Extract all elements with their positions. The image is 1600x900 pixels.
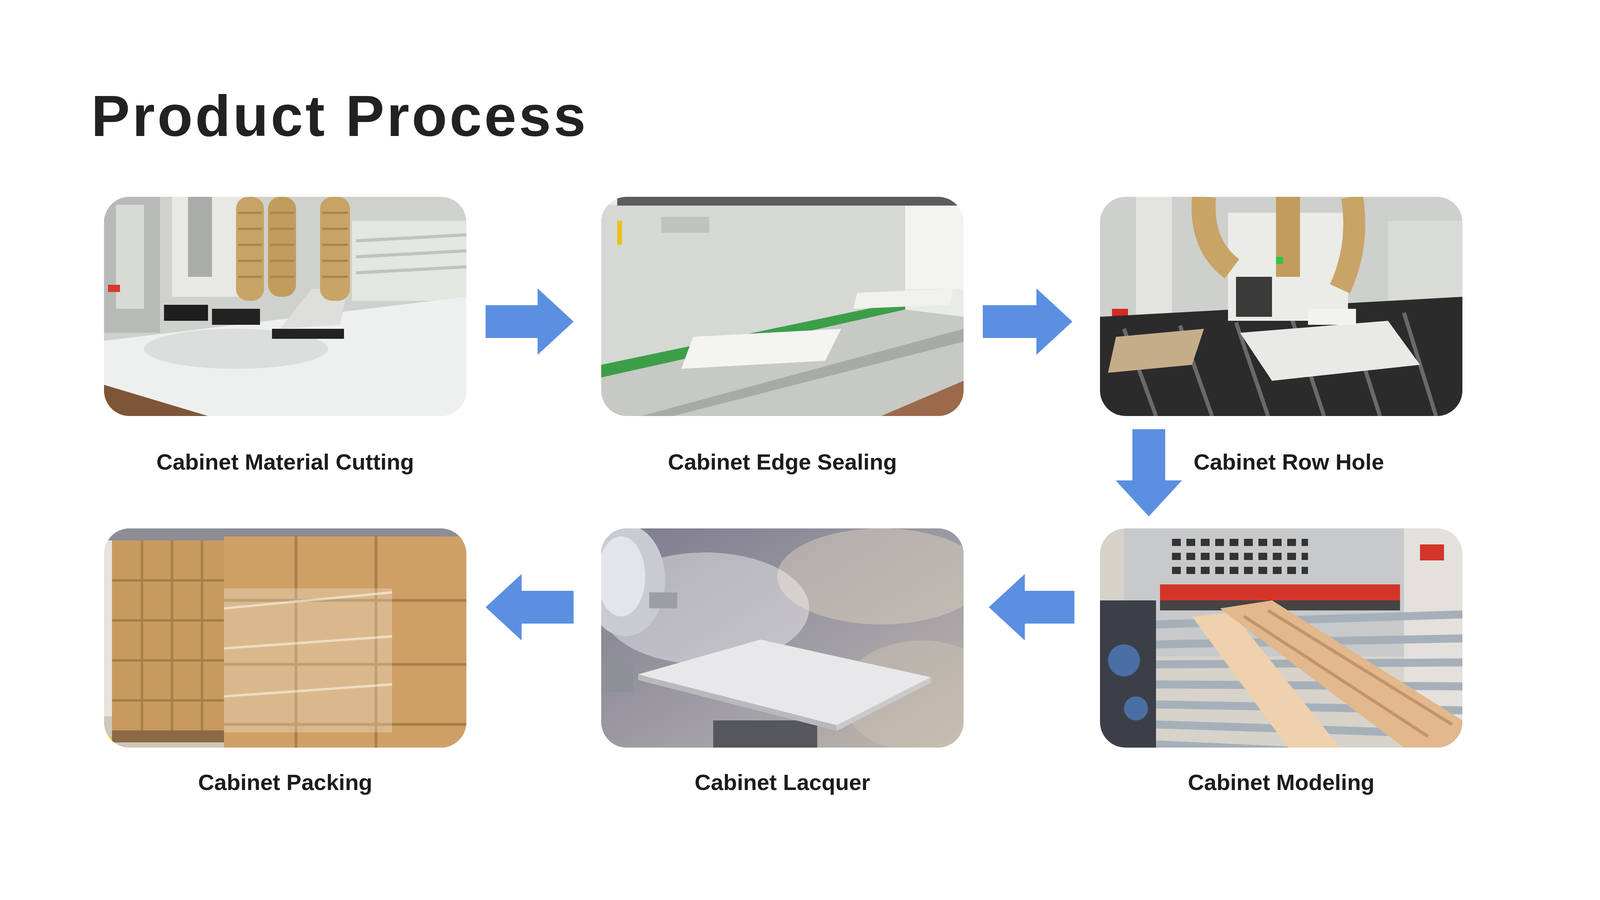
row-hole-photo bbox=[1203, 196, 1232, 269]
cutting-photo bbox=[104, 196, 467, 416]
row-hole-photo bbox=[1100, 196, 1463, 416]
cutting-photo bbox=[212, 308, 260, 325]
lacquer-photo bbox=[638, 639, 931, 726]
packing-photo bbox=[224, 592, 392, 697]
flow-arrow bbox=[982, 288, 1073, 355]
packing-photo bbox=[224, 536, 467, 748]
packing-photo bbox=[104, 528, 467, 748]
cutting-photo bbox=[116, 204, 144, 309]
edge-sealing-photo bbox=[601, 196, 964, 416]
row-hole-photo bbox=[1276, 196, 1300, 277]
packing-photo bbox=[224, 536, 467, 748]
process-step: Cabinet Packing bbox=[104, 528, 467, 748]
packing-photo bbox=[104, 528, 467, 748]
step-caption: Cabinet Lacquer bbox=[694, 768, 871, 797]
cutting-photo bbox=[104, 196, 467, 416]
cutting-photo bbox=[104, 296, 467, 416]
row-hole-photo bbox=[1340, 196, 1355, 289]
packing-photo bbox=[112, 540, 232, 733]
process-step: Cabinet Edge Sealing bbox=[601, 196, 964, 416]
cutting-photo bbox=[238, 212, 348, 277]
edge-sealing-photo bbox=[641, 328, 964, 416]
flow-arrow bbox=[988, 574, 1075, 641]
lacquer-photo bbox=[649, 592, 678, 609]
edge-sealing-photo bbox=[601, 196, 964, 416]
cutting-photo bbox=[108, 284, 120, 292]
process-step: Cabinet Material Cutting bbox=[104, 196, 467, 416]
cutting-photo bbox=[272, 328, 344, 339]
row-hole-photo bbox=[1308, 308, 1356, 325]
edge-sealing-photo bbox=[853, 288, 954, 309]
step-caption: Cabinet Edge Sealing bbox=[668, 448, 898, 476]
flow-arrow bbox=[485, 288, 574, 355]
process-step: Cabinet Row Hole bbox=[1100, 196, 1463, 416]
row-hole-photo bbox=[1240, 320, 1420, 381]
flow-arrow bbox=[1115, 429, 1182, 517]
cutting-photo bbox=[188, 196, 212, 277]
packing-photo bbox=[112, 540, 232, 733]
cutting-photo bbox=[104, 384, 208, 416]
modeling-photo bbox=[1108, 644, 1140, 677]
step-caption: Cabinet Packing bbox=[198, 768, 373, 797]
row-hole-photo bbox=[1276, 256, 1284, 264]
modeling-photo bbox=[1244, 610, 1452, 737]
edge-sealing-photo bbox=[617, 196, 964, 206]
edge-sealing-photo bbox=[881, 380, 964, 416]
cutting-photo bbox=[104, 196, 467, 416]
process-step: Cabinet Lacquer bbox=[601, 528, 964, 748]
modeling-photo bbox=[1172, 542, 1308, 571]
lacquer-photo bbox=[601, 528, 964, 748]
edge-sealing-photo bbox=[661, 216, 710, 233]
modeling-photo bbox=[1124, 696, 1148, 721]
edge-sealing-photo bbox=[601, 309, 964, 416]
modeling-photo bbox=[1220, 600, 1463, 748]
modeling-photo bbox=[1100, 528, 1463, 748]
row-hole-photo bbox=[1236, 276, 1272, 317]
lacquer-photo bbox=[713, 720, 818, 748]
step-caption: Cabinet Row Hole bbox=[1193, 448, 1384, 476]
row-hole-photo bbox=[1136, 196, 1172, 317]
cutting-photo bbox=[164, 304, 208, 321]
row-hole-photo bbox=[1100, 196, 1463, 416]
packing-photo bbox=[104, 528, 467, 748]
step-caption: Cabinet Modeling bbox=[1188, 768, 1375, 797]
edge-sealing-photo bbox=[601, 196, 964, 416]
cutting-photo bbox=[352, 220, 467, 301]
step-caption: Cabinet Material Cutting bbox=[156, 448, 414, 476]
lacquer-photo bbox=[601, 660, 634, 693]
cutting-photo bbox=[104, 196, 160, 333]
flow-arrow bbox=[485, 574, 574, 641]
modeling-photo bbox=[1160, 584, 1400, 601]
packing-photo bbox=[112, 730, 232, 743]
process-step: Cabinet Modeling bbox=[1100, 528, 1463, 748]
edge-sealing-photo bbox=[681, 328, 842, 369]
lacquer-photo bbox=[585, 524, 1002, 753]
row-hole-photo bbox=[1100, 196, 1463, 416]
packing-photo bbox=[224, 588, 392, 733]
title: Product Process bbox=[91, 87, 588, 146]
lacquer-photo bbox=[601, 536, 646, 617]
row-hole-photo bbox=[1108, 328, 1204, 373]
cutting-photo bbox=[356, 234, 467, 273]
modeling-photo bbox=[1420, 544, 1444, 561]
lacquer-photo bbox=[601, 528, 666, 637]
modeling-photo bbox=[1100, 600, 1156, 748]
modeling-photo bbox=[1100, 528, 1463, 759]
edge-sealing-photo bbox=[617, 220, 622, 245]
